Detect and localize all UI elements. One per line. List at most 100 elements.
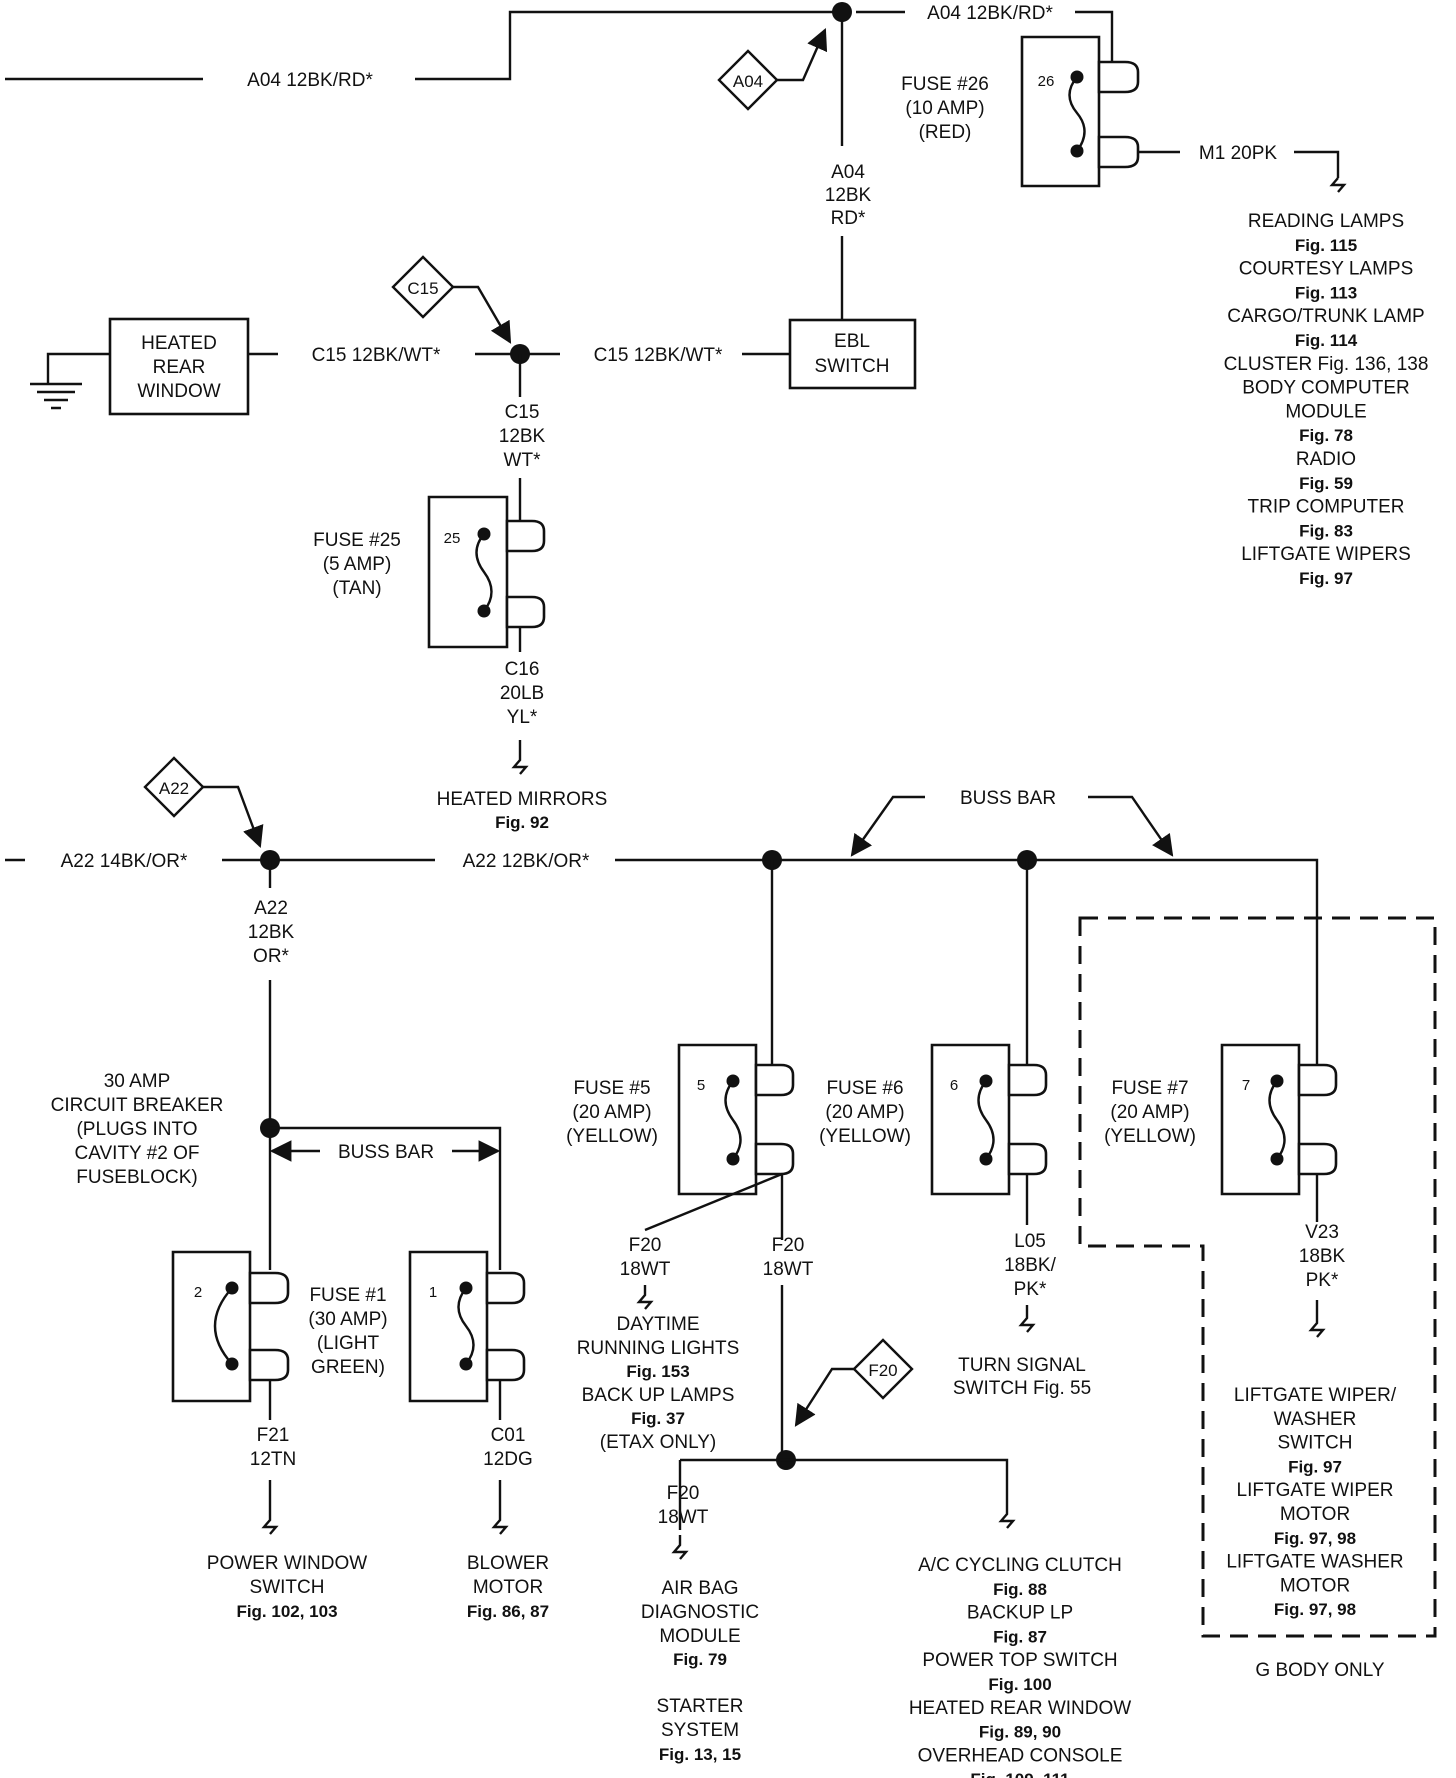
svg-text:18WT: 18WT: [620, 1259, 671, 1280]
a04-circuit: A04 12BK/RD* A04 12BK/RD* A04 12BK RD* A…: [5, 2, 1114, 322]
svg-text:6: 6: [950, 1077, 958, 1094]
list-item: Fig. 83: [1299, 521, 1353, 540]
fuse-5-label: FUSE #5: [573, 1078, 650, 1099]
svg-text:18BK/: 18BK/: [1004, 1255, 1056, 1276]
svg-text:20LB: 20LB: [500, 683, 544, 704]
list-item: READING LAMPS: [1248, 211, 1404, 232]
fuse-26-label: FUSE #26: [901, 74, 989, 95]
svg-text:18BK: 18BK: [1299, 1246, 1346, 1267]
list-item: LIFTGATE WIPERS: [1241, 544, 1411, 565]
fuse-6: FUSE #6 (20 AMP) (YELLOW) 6 L05 18BK/ PK…: [819, 1043, 1091, 1399]
svg-text:(30 AMP): (30 AMP): [308, 1309, 387, 1330]
list-item: Fig. 113: [1295, 283, 1357, 302]
svg-text:Fig. 37: Fig. 37: [631, 1409, 685, 1428]
svg-text:DIAGNOSTIC: DIAGNOSTIC: [641, 1602, 759, 1623]
list-item: Fig. 87: [993, 1627, 1047, 1646]
svg-text:OR*: OR*: [253, 946, 290, 967]
a04-connector: A04: [717, 28, 828, 111]
svg-text:F21: F21: [257, 1425, 290, 1446]
a04-vert-label-2: 12BK: [825, 185, 872, 206]
svg-text:(TAN): (TAN): [332, 578, 381, 599]
svg-text:CAVITY #2 OF: CAVITY #2 OF: [75, 1143, 200, 1164]
svg-text:(20 AMP): (20 AMP): [825, 1102, 904, 1123]
fuse-25-label: FUSE #25: [313, 530, 401, 551]
fuse-7: FUSE #7 (20 AMP) (YELLOW) 7 V23 18BK PK*…: [1078, 916, 1437, 1681]
svg-text:F20: F20: [629, 1235, 662, 1256]
svg-text:SWITCH: SWITCH: [250, 1577, 325, 1598]
power-window-label: POWER WINDOW: [207, 1553, 367, 1574]
svg-text:RUNNING LIGHTS: RUNNING LIGHTS: [577, 1338, 740, 1359]
ebl-switch-box: [788, 318, 917, 390]
svg-text:(ETAX ONLY): (ETAX ONLY): [600, 1432, 716, 1453]
list-item: BODY COMPUTER: [1242, 378, 1410, 399]
svg-text:12BK: 12BK: [248, 922, 295, 943]
heated-mirrors-label: HEATED MIRRORS: [437, 789, 608, 810]
svg-text:Fig. 153: Fig. 153: [626, 1362, 689, 1381]
svg-text:(PLUGS INTO: (PLUGS INTO: [76, 1119, 197, 1140]
svg-text:Fig. 79: Fig. 79: [673, 1650, 727, 1669]
list-item: BACKUP LP: [967, 1603, 1073, 1624]
svg-text:25: 25: [444, 530, 461, 547]
svg-text:GREEN): GREEN): [311, 1357, 385, 1378]
svg-text:MODULE: MODULE: [659, 1626, 740, 1647]
fuse-6-label: FUSE #6: [826, 1078, 903, 1099]
list-item: CLUSTER Fig. 136, 138: [1224, 354, 1429, 375]
svg-text:(YELLOW): (YELLOW): [566, 1126, 658, 1147]
list-item: LIFTGATE WIPER: [1237, 1480, 1394, 1501]
svg-text:F20: F20: [772, 1235, 805, 1256]
a22-connector: A22: [143, 756, 264, 849]
svg-text:(20 AMP): (20 AMP): [572, 1102, 651, 1123]
list-item: Fig. 97: [1288, 1457, 1342, 1476]
svg-text:C01: C01: [491, 1425, 526, 1446]
list-item: TRIP COMPUTER: [1248, 497, 1405, 518]
svg-text:7: 7: [1242, 1077, 1250, 1094]
svg-text:12BK: 12BK: [499, 426, 546, 447]
svg-text:C15: C15: [505, 402, 540, 423]
list-item: Fig. 97: [1299, 569, 1353, 588]
buss-bar-left-label: BUSS BAR: [338, 1142, 434, 1163]
svg-text:(20 AMP): (20 AMP): [1110, 1102, 1189, 1123]
c15-connector: C15: [391, 255, 512, 344]
svg-text:30 AMP: 30 AMP: [104, 1071, 171, 1092]
svg-text:Fig. 102, 103: Fig. 102, 103: [236, 1602, 337, 1621]
svg-text:EBL: EBL: [834, 331, 870, 352]
svg-text:WINDOW: WINDOW: [137, 381, 220, 402]
svg-text:WT*: WT*: [504, 450, 542, 471]
a04-left-label: A04 12BK/RD*: [247, 70, 373, 91]
list-item: POWER TOP SWITCH: [922, 1650, 1117, 1671]
list-item: Fig. 109, 111: [970, 1770, 1069, 1778]
svg-text:(LIGHT: (LIGHT: [317, 1333, 380, 1354]
starter-system-label: STARTER: [657, 1696, 744, 1717]
svg-text:5: 5: [697, 1077, 705, 1094]
svg-text:(5 AMP): (5 AMP): [323, 554, 392, 575]
svg-text:Fig. 92: Fig. 92: [495, 813, 549, 832]
svg-text:MOTOR: MOTOR: [473, 1577, 543, 1598]
svg-text:F20: F20: [868, 1361, 897, 1380]
svg-text:SWITCH Fig. 55: SWITCH Fig. 55: [953, 1378, 1091, 1399]
svg-text:F20: F20: [667, 1483, 700, 1504]
svg-text:C16: C16: [505, 659, 540, 680]
fuse-7-label: FUSE #7: [1111, 1078, 1188, 1099]
svg-text:A22: A22: [159, 779, 189, 798]
fuse-25: 25 FUSE #25 (5 AMP) (TAN) C16 20LB YL* H…: [313, 495, 608, 832]
svg-text:A22: A22: [254, 898, 288, 919]
list-item: Fig. 78: [1299, 426, 1353, 445]
svg-text:REAR: REAR: [153, 357, 206, 378]
m1-label: M1 20PK: [1199, 143, 1277, 164]
a22-circuit: A22 14BK/OR* A22 12BK/OR* A22 A22 12BK O…: [5, 756, 1319, 1270]
list-item: A/C CYCLING CLUTCH: [918, 1555, 1122, 1576]
svg-text:PK*: PK*: [1014, 1279, 1047, 1300]
circuit-breaker: 30 AMP CIRCUIT BREAKER (PLUGS INTO CAVIT…: [51, 1071, 502, 1621]
list-item: Fig. 100: [988, 1675, 1051, 1694]
a22-right-label: A22 12BK/OR*: [463, 851, 590, 872]
c15-circuit: HEATED REAR WINDOW C15 12BK/WT* C15 12BK…: [30, 255, 917, 523]
svg-text:L05: L05: [1014, 1231, 1046, 1252]
list-item: RADIO: [1296, 449, 1356, 470]
svg-text:(RED): (RED): [919, 122, 972, 143]
list-item: LIFTGATE WIPER/: [1234, 1385, 1397, 1406]
svg-text:PK*: PK*: [1306, 1270, 1339, 1291]
svg-text:A04: A04: [733, 72, 763, 91]
a04-right-label: A04 12BK/RD*: [927, 3, 1053, 24]
